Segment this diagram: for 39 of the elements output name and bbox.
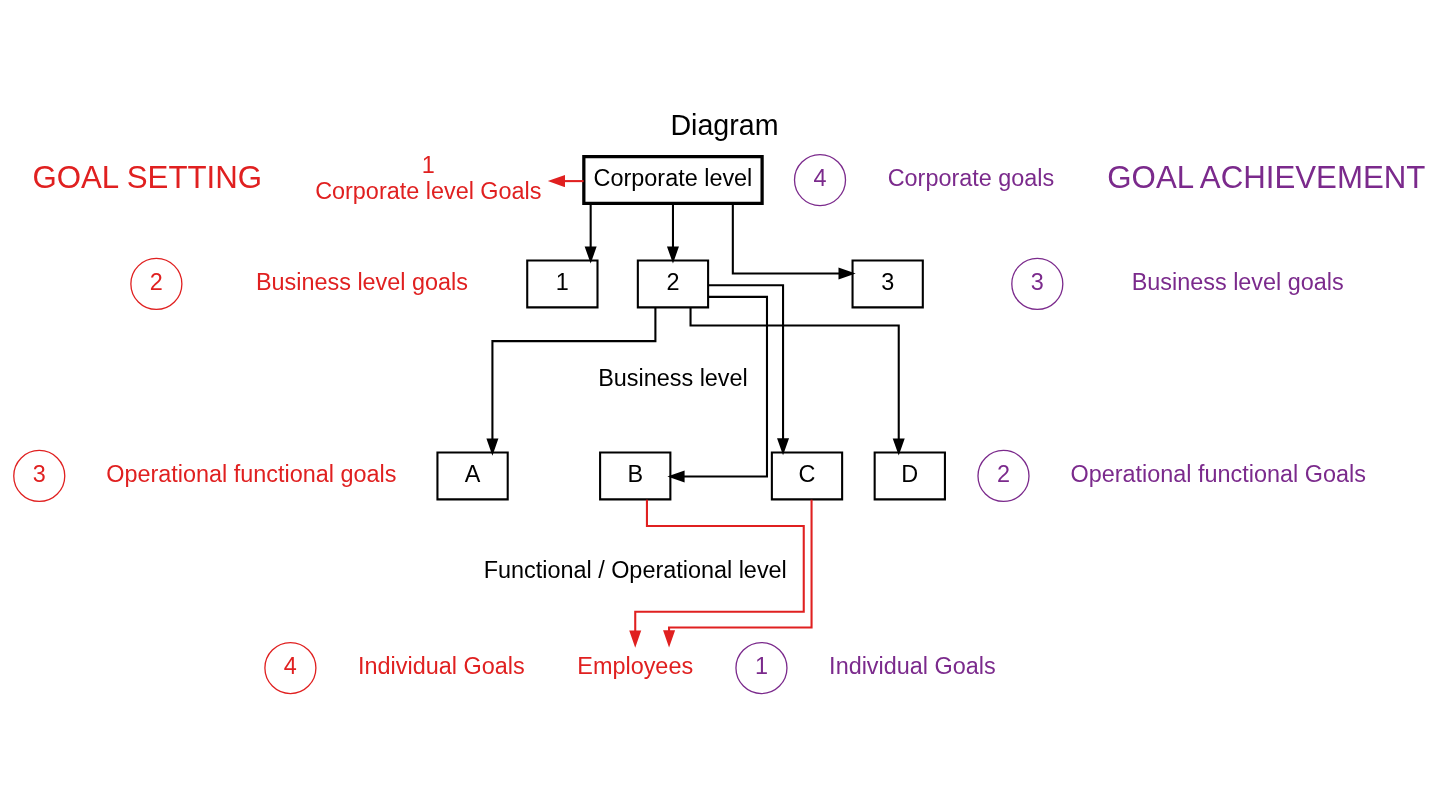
label: Functional / Operational level	[483, 556, 787, 583]
label: Business level goals	[1131, 268, 1344, 295]
label: Operational functional Goals	[1070, 460, 1366, 487]
label: GOAL SETTING	[32, 160, 263, 196]
arrow	[629, 499, 805, 648]
arrow	[547, 175, 584, 188]
label: Business level	[598, 364, 748, 391]
arrow	[689, 307, 905, 456]
node-text: 1 Corporate level Goals	[315, 151, 542, 204]
arrow	[666, 203, 679, 264]
arrow	[731, 203, 856, 280]
node-box: A	[436, 451, 509, 501]
node-text: Employees	[577, 652, 694, 679]
label: Corporate goals	[887, 164, 1055, 191]
label: 3	[32, 460, 46, 487]
node-box: C	[770, 451, 844, 501]
label: 2	[149, 268, 163, 295]
arrow	[663, 499, 813, 648]
node-box: D	[873, 451, 946, 501]
label: 4	[283, 652, 297, 679]
label: Operational functional goals	[106, 460, 397, 487]
arrow	[708, 284, 790, 456]
label: GOAL ACHIEVEMENT	[1107, 160, 1426, 196]
label: 3	[1030, 268, 1044, 295]
label: Individual Goals	[358, 652, 525, 679]
label: 1	[754, 652, 768, 679]
node-box: 3	[851, 259, 924, 309]
node-box: 1	[526, 259, 599, 309]
arrow	[486, 307, 657, 456]
label: Business level goals	[255, 268, 469, 295]
arrow	[667, 295, 769, 483]
label: 2	[996, 460, 1010, 487]
diagram-title: Diagram	[670, 109, 779, 142]
label: Individual Goals	[829, 652, 996, 679]
node-box: 2	[636, 259, 710, 309]
node-box: Corporate level	[582, 155, 764, 206]
arrow	[584, 203, 597, 264]
node-box: B	[599, 451, 672, 501]
label: 4	[813, 164, 827, 191]
